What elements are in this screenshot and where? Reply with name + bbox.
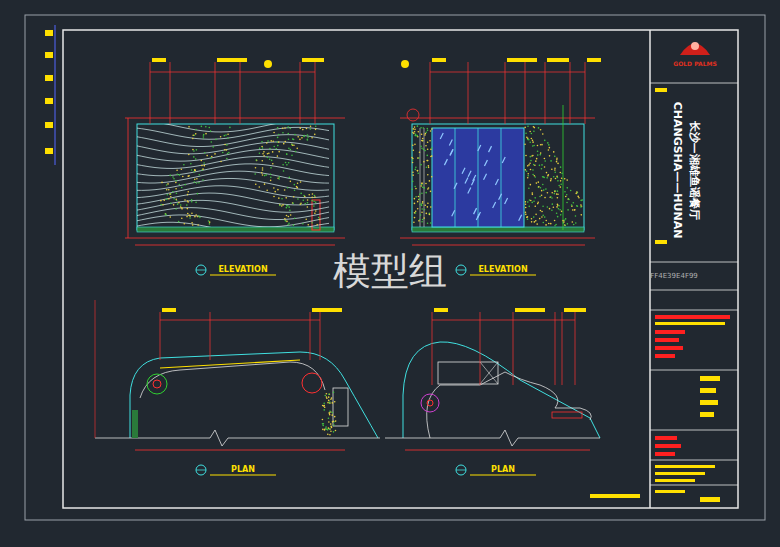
stone-speckle [160,126,231,226]
watermark: 模型组 [333,251,447,293]
margin-marks [45,25,55,165]
wave-line [137,178,329,190]
dimension-lines [150,58,601,385]
section-symbols [196,60,640,498]
view-title: PLAN [491,466,515,475]
project-location: CHANGSHA——HUNAN [671,102,683,239]
title-rows [650,83,738,485]
view-title: ELEVATION [478,266,527,275]
plan-left [95,300,380,450]
wave-line [137,200,329,212]
wave-line [137,164,329,176]
elevation-right [400,105,595,245]
title-divider [649,30,651,508]
wave-line [137,186,329,198]
wave-line [137,193,329,205]
logo-mark [680,42,710,55]
stone-speckle [524,125,583,226]
wave-line [137,215,329,227]
project-name: 长沙—湘雄鱼谣餐厅 [688,121,700,220]
wave-line [137,171,329,183]
drawing-code: FF4E39E4F99 [650,273,698,281]
stone-speckle [322,392,337,436]
elevation-left [125,118,345,245]
wave-line [137,124,329,132]
title-fields [655,88,730,502]
wave-line [137,208,329,220]
plan-right [385,342,600,450]
inner-frame [63,30,738,508]
wave-line [137,142,329,154]
company-logo-text: GOLD PALMS [673,61,717,68]
wave-line [137,127,329,139]
glass-streaks [440,133,521,221]
wave-lines [137,124,329,227]
stone-speckle [411,125,433,224]
wave-line [137,149,329,161]
wave-line [137,135,329,147]
stone-speckle [254,125,320,226]
view-title: PLAN [231,466,255,475]
view-title: ELEVATION [218,266,267,275]
wave-line [137,157,329,169]
outer-frame [25,15,765,520]
wave-line [137,222,329,227]
